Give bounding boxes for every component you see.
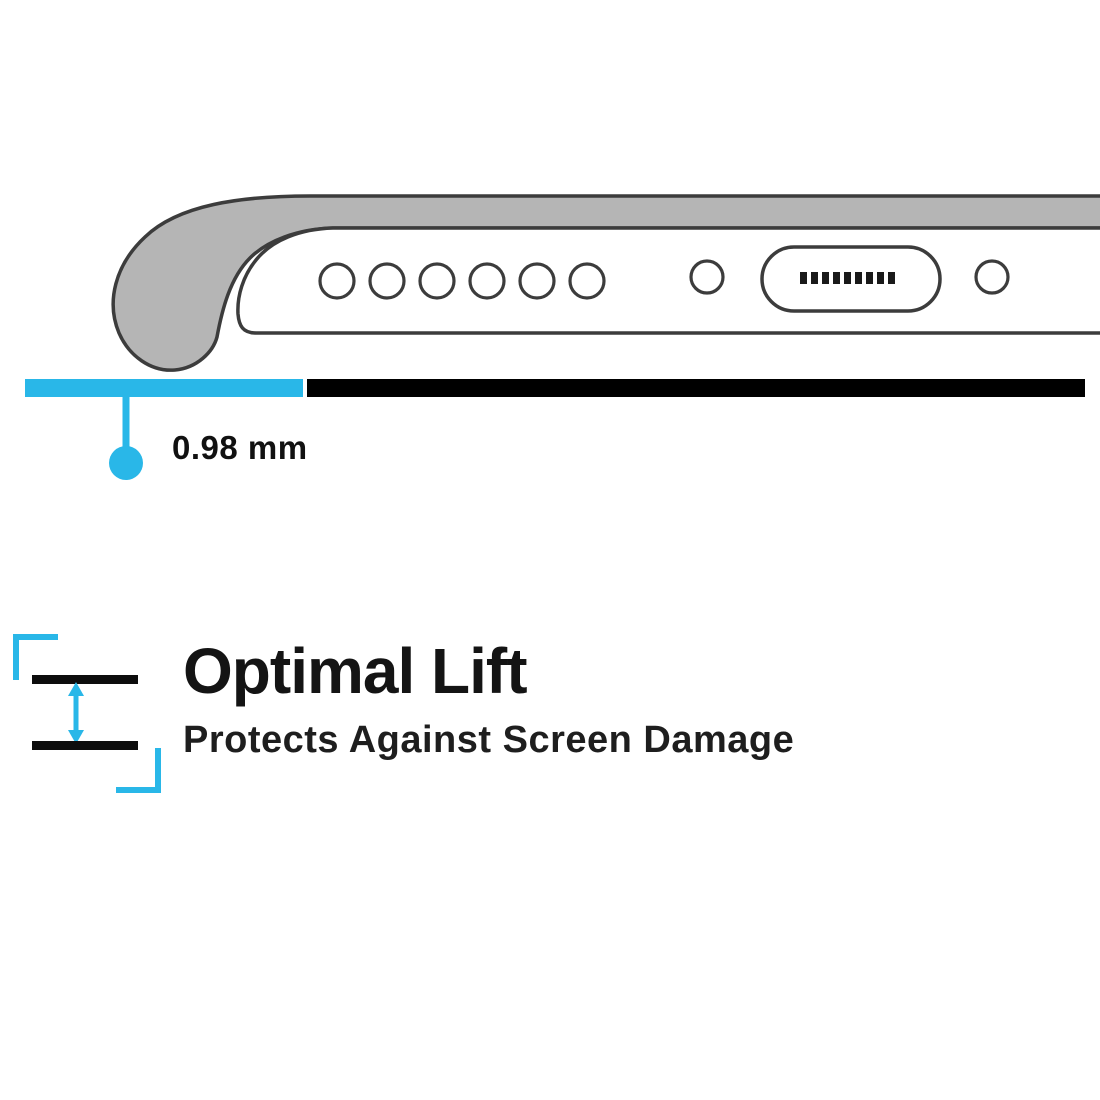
feature-text-block: Optimal Lift Protects Against Screen Dam… — [183, 635, 795, 762]
speaker-hole — [468, 262, 506, 300]
lift-gap-bar — [25, 379, 303, 397]
speaker-hole — [568, 262, 606, 300]
bracket-top-left — [13, 634, 58, 680]
measurement-dot-icon — [109, 446, 143, 480]
speaker-hole — [318, 262, 356, 300]
case-shell — [111, 194, 1100, 372]
screen-line-top — [32, 675, 138, 684]
feature-section: Optimal Lift Protects Against Screen Dam… — [0, 620, 1100, 840]
measurement-label: 0.98 mm — [172, 429, 308, 466]
feature-title: Optimal Lift — [183, 635, 528, 707]
gap-arrow-icon — [68, 682, 84, 744]
surface-bar — [307, 379, 1085, 397]
speaker-hole — [418, 262, 456, 300]
speaker-hole — [368, 262, 406, 300]
bracket-bottom-right — [116, 748, 161, 793]
phone-case-illustration: 0.98 mm — [25, 194, 1100, 480]
lift-gap-icon — [13, 634, 161, 793]
mic-hole-left — [689, 259, 725, 295]
screen-line-bottom — [32, 741, 138, 750]
mic-hole-right — [974, 259, 1010, 295]
feature-subtitle: Protects Against Screen Damage — [183, 719, 795, 762]
speaker-hole — [518, 262, 556, 300]
phone-body — [236, 226, 1100, 335]
charging-port-pins — [800, 272, 895, 284]
